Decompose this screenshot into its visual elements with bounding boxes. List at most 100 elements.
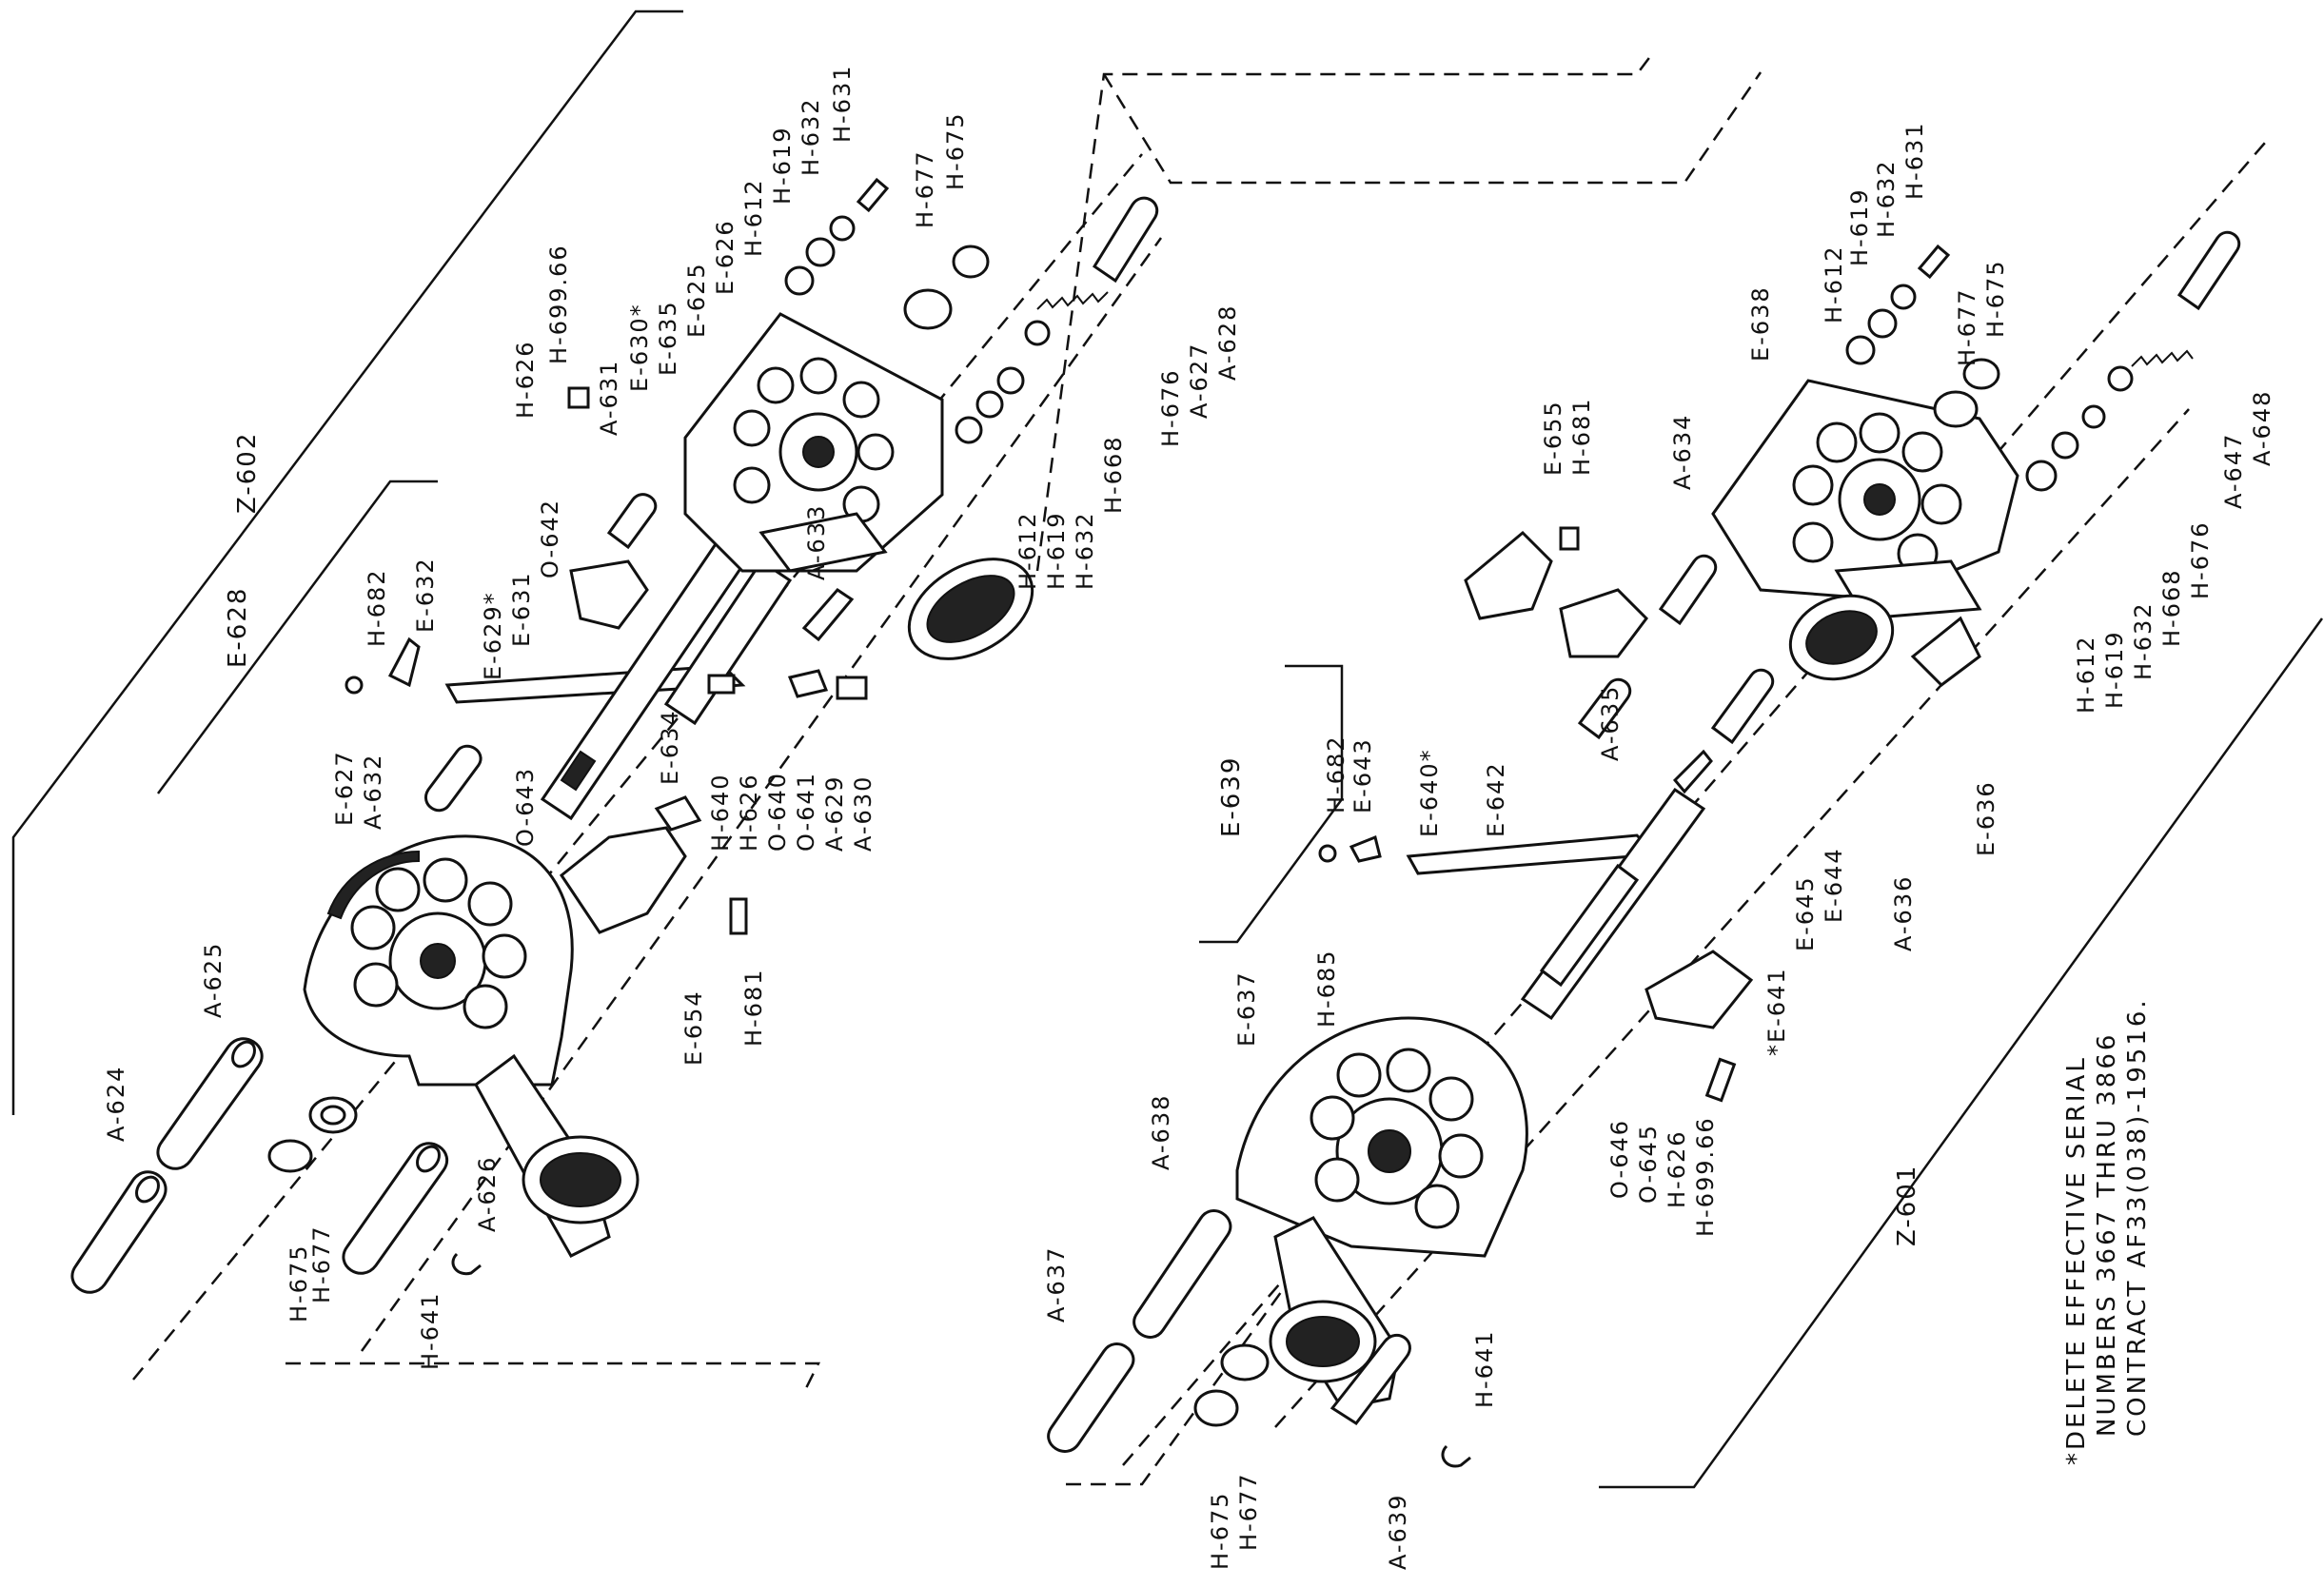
label-h631-left: H-631 [829, 64, 856, 143]
label-a647: A-647 [2220, 433, 2247, 509]
roller-a647 [2176, 230, 2240, 311]
label-a638: A-638 [1148, 1094, 1174, 1170]
nut-h668-left [1024, 320, 1051, 346]
roller-a639 [1329, 1333, 1411, 1426]
label-h677-right: H-677 [1235, 1472, 1262, 1551]
label-e655: E-655 [1540, 400, 1566, 476]
label-h626-left: H-626 [512, 340, 539, 419]
label-o646: O-646 [1606, 1119, 1633, 1199]
label-e628: E-628 [224, 587, 252, 668]
label-o640: O-640 [764, 772, 791, 852]
washer-h619-right-a [1867, 308, 1898, 339]
label-e625: E-625 [683, 262, 710, 338]
label-h676-right: H-676 [2187, 520, 2214, 599]
label-h641-right: H-641 [1471, 1329, 1498, 1408]
label-a630: A-630 [850, 775, 876, 852]
washer-h677-right-b [1933, 390, 1979, 428]
roller-a628 [1092, 196, 1159, 284]
label-h632-right-b: H-632 [2130, 601, 2157, 680]
spring-h676-left [1036, 291, 1109, 310]
label-o643: O-643 [512, 767, 539, 847]
label-a631: A-631 [596, 360, 622, 436]
label-h632-right-a: H-632 [1873, 159, 1900, 238]
label-h668-right: H-668 [2158, 568, 2185, 647]
label-h681-right: H-681 [1568, 397, 1595, 476]
left-axis-1 [132, 153, 1143, 1381]
roller-a632 [424, 744, 483, 813]
washer-h632-right-a [1890, 284, 1917, 310]
rear-plate-e638 [1711, 379, 2019, 687]
roller-a633 [801, 588, 855, 642]
label-h685: H-685 [1313, 949, 1340, 1028]
label-e642: E-642 [1483, 761, 1509, 837]
washer-h612-left-b [784, 265, 815, 296]
label-h681-left: H-681 [740, 968, 767, 1047]
label-e654: E-654 [680, 989, 707, 1066]
label-a635: A-635 [1597, 685, 1624, 761]
label-e637: E-637 [1233, 970, 1260, 1047]
label-h675-left: H-675 [286, 1244, 312, 1322]
left-axis-2 [360, 237, 1163, 1352]
label-h632-left-a: H-632 [798, 97, 824, 176]
plate-o645 [1645, 950, 1754, 1029]
label-e639: E-639 [1217, 756, 1246, 837]
footnote-line-1: *DELETE EFFECTIVE SERIAL [2062, 1055, 2091, 1465]
label-h612-left-a: H-612 [740, 178, 767, 257]
group-bracket-z601 [1599, 617, 2324, 1489]
left-assembly [11, 10, 1763, 1393]
right-axis-2 [1274, 408, 2190, 1428]
washer-h619-left-a [975, 390, 1004, 419]
label-h619-right-a: H-619 [1846, 187, 1873, 266]
label-h626-left-b: H-626 [736, 773, 762, 852]
cover-plate-e627 [303, 834, 640, 1258]
label-a625: A-625 [200, 942, 226, 1018]
label-h619-right-b: H-619 [2101, 630, 2128, 709]
label-h699-left: H-699.66 [545, 244, 572, 364]
label-h668-left: H-668 [1100, 435, 1127, 514]
label-h682-right: H-682 [1323, 735, 1349, 813]
spring-h676-right [2131, 349, 2194, 367]
label-h699-right: H-699.66 [1692, 1116, 1719, 1237]
roller-a637 [1047, 1342, 1135, 1453]
left-labels: Z-602 E-628 A-624 A-625 A-626 A-632 E-62… [103, 64, 1241, 1370]
label-h675-right-b: H-675 [1982, 259, 2009, 338]
washer-h675-right-b [1962, 358, 2000, 390]
footnote: *DELETE EFFECTIVE SERIAL NUMBERS 3667 TH… [2062, 997, 2152, 1465]
label-e645: E-645 [1792, 875, 1819, 951]
label-a639: A-639 [1385, 1494, 1411, 1570]
label-a629: A-629 [821, 775, 848, 852]
label-e643: E-643 [1349, 737, 1376, 813]
label-a633: A-633 [803, 504, 830, 580]
label-z601: Z-601 [1893, 1165, 1921, 1246]
washer-h612-right-a [1845, 335, 1876, 365]
label-a634: A-634 [1669, 414, 1696, 490]
label-e635: E-635 [655, 300, 681, 376]
screw-h699-left [567, 386, 590, 409]
label-e627: E-627 [331, 750, 358, 826]
label-h612-left-b: H-612 [1014, 511, 1041, 590]
screw-h631-left [856, 177, 890, 213]
label-e644: E-644 [1821, 847, 1847, 923]
label-e634: E-634 [657, 709, 683, 785]
label-e640: E-640* [1416, 748, 1443, 837]
clip-h641-left [451, 1252, 482, 1276]
label-o641: O-641 [793, 772, 819, 852]
washer-h632-left-b [829, 215, 856, 242]
screw-h631-right [1917, 244, 1951, 280]
screw-h681-right [1559, 526, 1580, 551]
label-a636: A-636 [1890, 875, 1917, 951]
screw-h682-right [1318, 844, 1337, 863]
label-e636: E-636 [1973, 780, 1999, 856]
bracket-right-upper [1559, 588, 1648, 658]
label-h640: H-640 [707, 773, 734, 852]
label-h677-left-b: H-677 [912, 149, 938, 228]
roller-a638 [1132, 1209, 1232, 1339]
washer-h619-right-b [2051, 431, 2079, 460]
label-e629: E-629* [480, 591, 506, 680]
washer-e643 [1349, 834, 1382, 863]
label-a626: A-626 [474, 1156, 501, 1232]
roller-a625 [156, 1037, 264, 1170]
right-assembly [1047, 142, 2324, 1489]
bracket-e654 [559, 826, 687, 934]
label-a648: A-648 [2249, 390, 2275, 466]
